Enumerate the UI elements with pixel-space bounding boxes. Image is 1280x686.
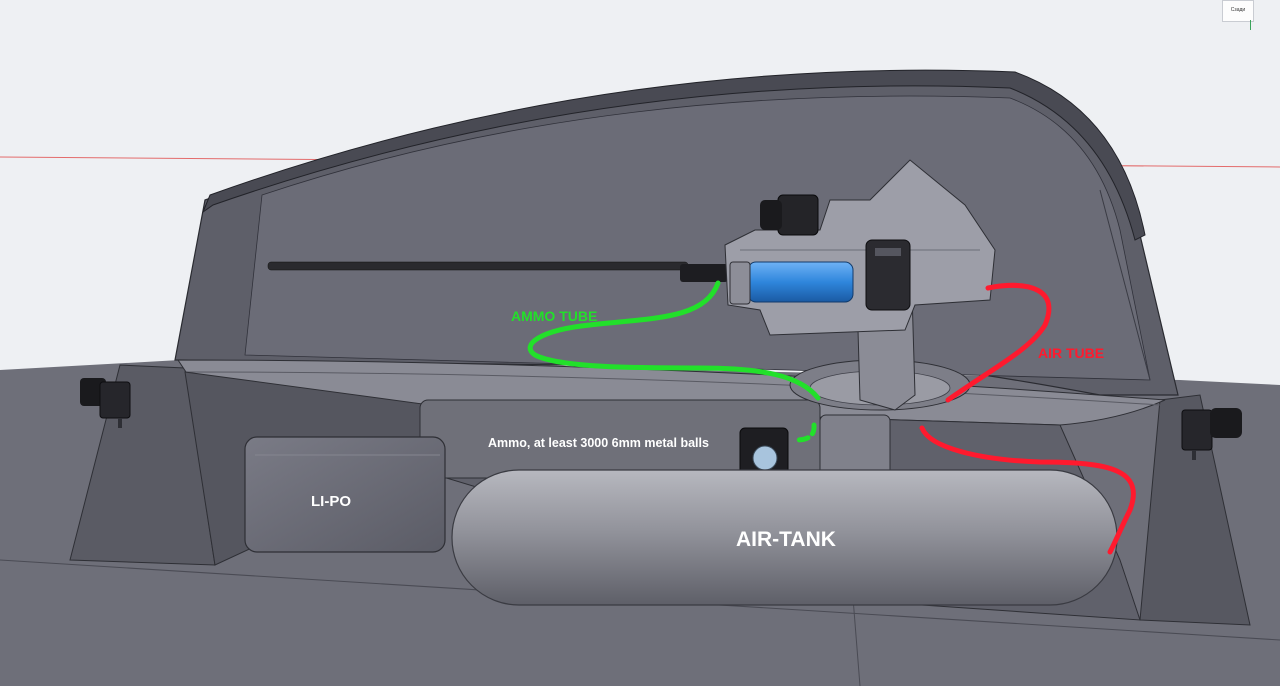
air-tube-label: AIR TUBE: [1038, 345, 1104, 361]
view-cube-face: Сзади: [1230, 7, 1246, 13]
inner-edge: [1099, 189, 1151, 381]
lipo-label: LI-PO: [311, 493, 351, 510]
ammo-tube: [527, 280, 821, 401]
feed-bracket: [819, 414, 891, 478]
ammo-tube-label: AMMO TUBE: [511, 308, 597, 324]
turret-inner-wall: [244, 95, 1151, 381]
barrel-coupler: [680, 264, 728, 282]
turret-rim: [201, 69, 1146, 241]
right-side-camera: [1181, 408, 1242, 460]
view-cube[interactable]: Сзади: [1222, 0, 1254, 22]
camera-lens: [760, 200, 782, 230]
ammo-tube-feed: [792, 422, 817, 443]
deck-line: [184, 371, 1161, 406]
air-tube-lower: [919, 425, 1136, 555]
lipo-battery: [244, 436, 446, 553]
air-tube-upper: [945, 282, 1052, 403]
right-wedge: [1139, 394, 1251, 626]
gun-barrel: [267, 261, 689, 271]
air-tank-label: AIR-TANK: [736, 528, 836, 551]
view-axis-indicator: [1250, 20, 1251, 30]
feeder-window: [752, 445, 778, 471]
magazine-blue: [747, 261, 854, 303]
camera-module: [777, 194, 819, 236]
servo-motor: [865, 239, 911, 311]
servo-detail: [875, 248, 901, 256]
left-side-camera: [80, 378, 131, 428]
ammo-box-label: Ammo, at least 3000 6mm metal balls: [488, 436, 709, 450]
magazine-endcap: [729, 261, 751, 305]
